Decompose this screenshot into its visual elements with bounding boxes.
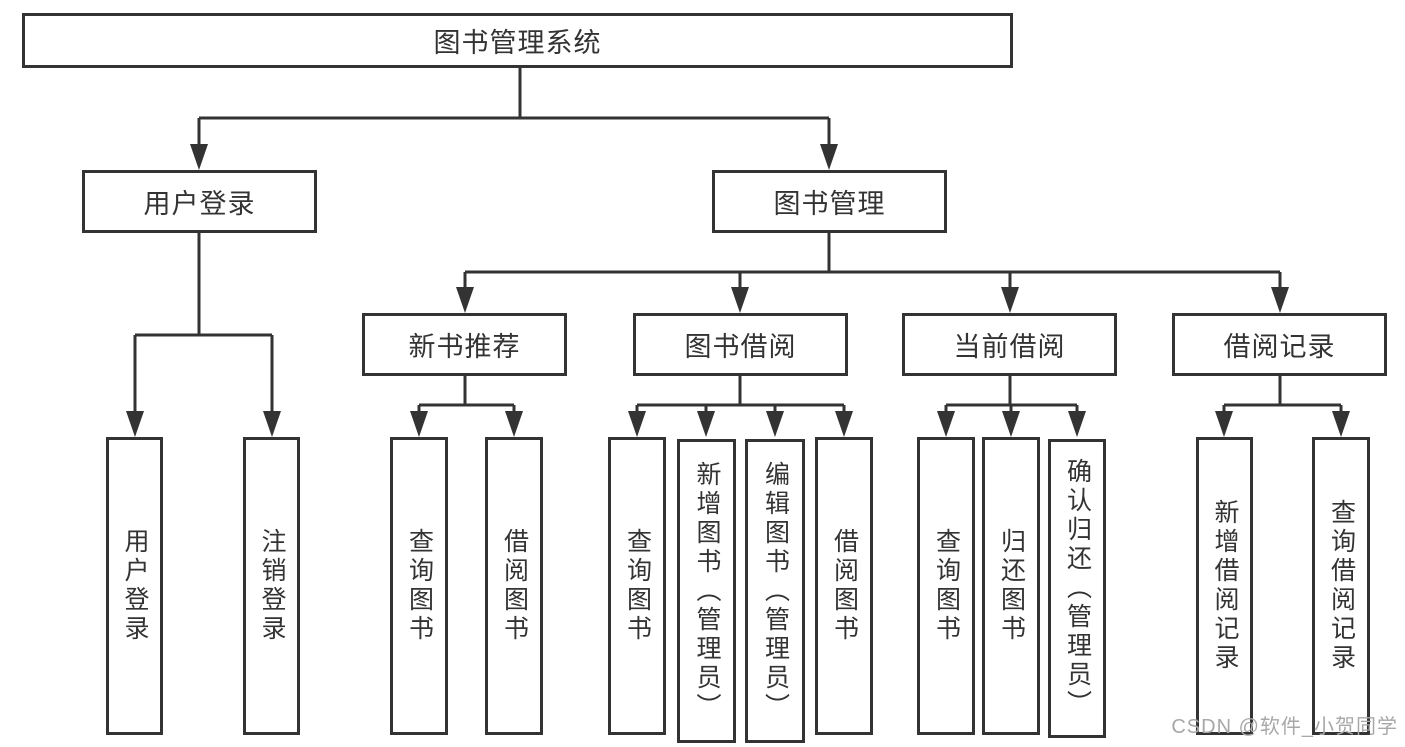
node-leaf-edit-book-admin: 编辑图书（管理员） <box>745 439 805 743</box>
arrowheads <box>126 144 1350 437</box>
node-leaf-query-book-1: 查询图书 <box>390 437 448 735</box>
node-leaf-query-borrow-record: 查询借阅记录 <box>1312 437 1370 735</box>
node-leaf-return-book: 归还图书 <box>982 437 1040 735</box>
node-user-login: 用户登录 <box>82 170 317 233</box>
node-leaf-borrow-book-1: 借阅图书 <box>485 437 543 735</box>
node-leaf-user-login: 用户登录 <box>106 437 163 735</box>
node-new-book-recommend: 新书推荐 <box>362 313 567 376</box>
node-leaf-query-book-2: 查询图书 <box>608 437 666 735</box>
csdn-watermark: CSDN @软件_小贺同学 <box>1171 716 1398 738</box>
node-leaf-borrow-book-2: 借阅图书 <box>815 437 873 735</box>
node-leaf-confirm-return-admin: 确认归还（管理员） <box>1048 439 1106 738</box>
node-leaf-query-book-3: 查询图书 <box>917 437 975 735</box>
node-root: 图书管理系统 <box>22 13 1013 68</box>
node-book-manage: 图书管理 <box>712 170 947 233</box>
node-leaf-add-book-admin: 新增图书（管理员） <box>677 439 736 743</box>
node-current-borrow: 当前借阅 <box>902 313 1117 376</box>
node-borrow-record: 借阅记录 <box>1172 313 1387 376</box>
node-book-borrow: 图书借阅 <box>633 313 848 376</box>
node-leaf-add-borrow-record: 新增借阅记录 <box>1196 437 1253 735</box>
node-leaf-logout: 注销登录 <box>243 437 300 735</box>
